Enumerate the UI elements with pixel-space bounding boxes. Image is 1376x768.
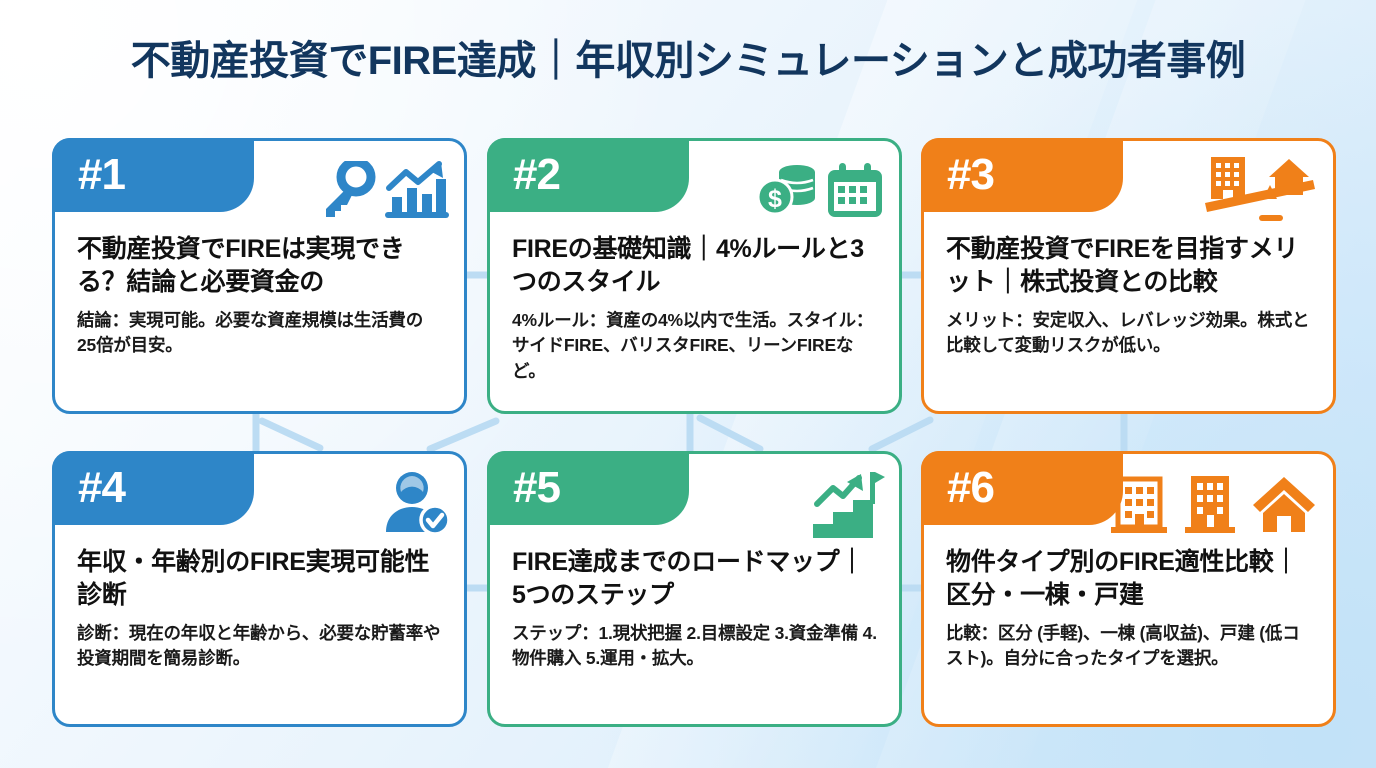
- key-icon: [326, 161, 376, 217]
- coin-stack-dollar-icon: $: [757, 165, 815, 216]
- card-2-body: FIREの基礎知識｜4%ルールと3つのスタイル 4%ルール：資産の4%以内で生活…: [490, 219, 899, 411]
- bar-chart-growth-icon: [385, 161, 449, 218]
- card-1-desc: 結論：実現可能。必要な資産規模は生活費の25倍が目安。: [77, 310, 423, 356]
- house-icon: [1253, 477, 1315, 532]
- card-1[interactable]: #1 不動産投資でFIREは実現できる？結論と必要資金の 結論：実現可能。必要な…: [52, 138, 467, 414]
- card-6[interactable]: #6: [921, 451, 1336, 727]
- card-5-icons: [809, 464, 885, 542]
- card-6-icons: [1109, 466, 1317, 544]
- card-4-body: 年収・年齢別のFIRE実現可能性診断 診断：現在の年収と年齢から、必要な貯蓄率や…: [55, 532, 464, 724]
- card-2-title: FIREの基礎知識｜4%ルールと3つのスタイル: [512, 235, 864, 296]
- card-3-body: 不動産投資でFIREを目指すメリット｜株式投資との比較 メリット：安定収入、レバ…: [924, 219, 1333, 411]
- card-5-title: FIRE達成までのロードマップ｜5つのステップ: [512, 548, 865, 609]
- svg-text:$: $: [768, 185, 782, 213]
- card-4[interactable]: #4 年収・年齢別のFIRE実現可能性診断 診断：現在の年収と年齢から、必要な貯…: [52, 451, 467, 727]
- card-2-icons: $: [757, 151, 885, 229]
- card-5[interactable]: #5 FIRE達成までのロードマップ｜5つのステップ ステップ：1.現状把握 2…: [487, 451, 902, 727]
- card-5-badge: #5: [487, 451, 689, 525]
- card-5-desc: ステップ：1.現状把握 2.目標設定 3.資金準備 4.物件購入 5.運用・拡大…: [512, 623, 877, 669]
- connector-diagonal-card2-card6: [696, 414, 764, 453]
- page-title: 不動産投資でFIRE達成｜年収別シミュレーションと成功者事例: [130, 39, 1246, 83]
- card-4-title: 年収・年齢別のFIRE実現可能性診断: [77, 548, 430, 609]
- calendar-icon: [828, 163, 882, 217]
- user-verified-icon: [386, 472, 450, 536]
- card-2-desc: 4%ルール：資産の4%以内で生活。スタイル：サイドFIRE、バリスタFIRE、リ…: [512, 310, 874, 381]
- card-1-body: 不動産投資でFIREは実現できる？結論と必要資金の 結論：実現可能。必要な資産規…: [55, 219, 464, 411]
- card-2-badge: #2: [487, 138, 689, 212]
- connector-diagonal-card1-card5: [258, 417, 324, 452]
- card-6-badge: #6: [921, 451, 1123, 525]
- card-2[interactable]: #2 $: [487, 138, 902, 414]
- card-1-title: 不動産投資でFIREは実現できる？結論と必要資金の: [77, 235, 405, 296]
- building-outline-icon: [1111, 476, 1167, 533]
- connector-diagonal-card3-card5: [868, 416, 934, 453]
- card-4-badge: #4: [52, 451, 254, 525]
- card-6-body: 物件タイプ別のFIRE適性比較｜区分・一棟・戸建 比較：区分 (手軽)、一棟 (…: [924, 532, 1333, 724]
- card-3-title: 不動産投資でFIREを目指すメリット｜株式投資との比較: [946, 235, 1299, 296]
- card-5-body: FIRE達成までのロードマップ｜5つのステップ ステップ：1.現状把握 2.目標…: [490, 532, 899, 724]
- card-6-desc: 比較：区分 (手軽)、一棟 (高収益)、戸建 (低コスト)。自分に合ったタイプを…: [946, 623, 1300, 669]
- card-3-desc: メリット：安定収入、レバレッジ効果。株式と比較して変動リスクが低い。: [946, 310, 1310, 356]
- card-4-desc: 診断：現在の年収と年齢から、必要な貯蓄率や投資期間を簡易診断。: [77, 623, 441, 669]
- stairs-flag-arrow-icon: [813, 472, 885, 538]
- card-4-icons: [380, 464, 450, 542]
- connector-diagonal-card2-card4: [426, 417, 500, 453]
- card-3[interactable]: #3 不動産投資でFIREを目指すメ: [921, 138, 1336, 414]
- card-6-title: 物件タイプ別のFIRE適性比較｜区分・一棟・戸建: [946, 548, 1299, 609]
- card-3-icons: [1201, 151, 1319, 229]
- card-1-icons: [320, 151, 450, 229]
- balance-scale-building-house-icon: [1205, 157, 1315, 221]
- building-solid-icon: [1185, 476, 1235, 533]
- card-1-badge: #1: [52, 138, 254, 212]
- card-3-badge: #3: [921, 138, 1123, 212]
